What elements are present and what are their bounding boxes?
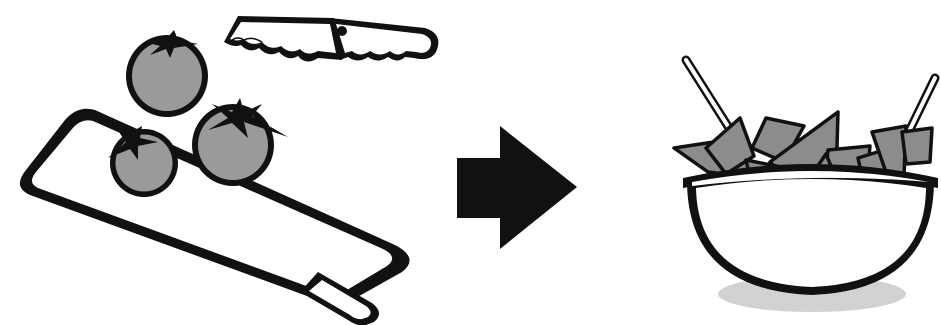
- right-arrow-icon: [457, 126, 577, 249]
- salad-bowl-icon: [674, 60, 938, 312]
- tomato-icon: [126, 30, 208, 117]
- knife-icon: [224, 16, 438, 62]
- tomato-icon: [192, 98, 288, 186]
